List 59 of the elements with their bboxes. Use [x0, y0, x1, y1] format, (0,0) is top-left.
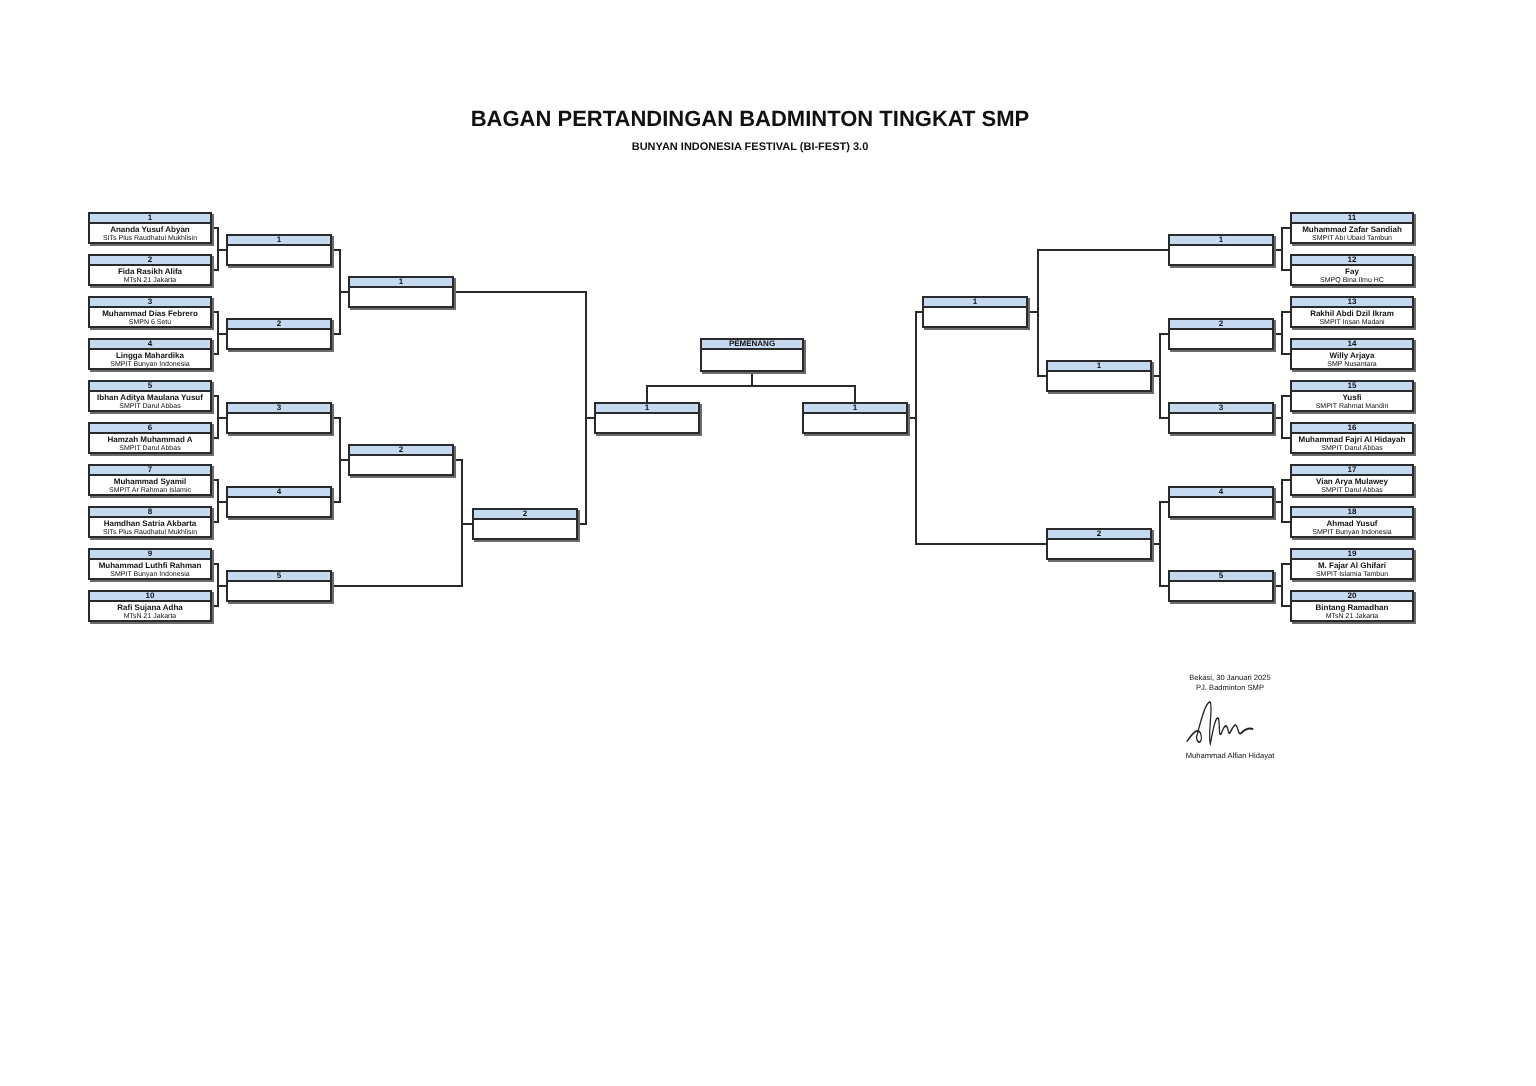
- match-box: [1168, 402, 1274, 434]
- player-card: [1290, 338, 1414, 370]
- match-box: [1168, 486, 1274, 518]
- bracket-line: [211, 417, 227, 439]
- match-box: [226, 234, 332, 266]
- player-card: [1290, 422, 1414, 454]
- player-card: [88, 422, 212, 454]
- match-box: [1046, 528, 1152, 560]
- bracket-line: [577, 417, 595, 525]
- player-card: [1290, 296, 1414, 328]
- bracket-line: [1273, 585, 1291, 607]
- bracket-line: [1027, 311, 1047, 377]
- player-card: [88, 464, 212, 496]
- chart-title: BAGAN PERTANDINGAN BADMINTON TINGKAT SMP: [470, 108, 1030, 134]
- match-box: [472, 508, 578, 540]
- player-card: [1290, 464, 1414, 496]
- bracket-line: [1273, 417, 1291, 439]
- match-box: [226, 486, 332, 518]
- bracket-line: [1273, 249, 1291, 271]
- match-box: [922, 296, 1028, 328]
- match-box: [348, 276, 454, 308]
- bracket-line: [1273, 501, 1291, 523]
- match-box: [1168, 234, 1274, 266]
- player-card: [88, 506, 212, 538]
- match-box: [1168, 570, 1274, 602]
- match-box: [1168, 318, 1274, 350]
- match-box: [1046, 360, 1152, 392]
- bracket-line: [331, 523, 473, 587]
- bracket-line: [907, 417, 1047, 545]
- player-card: [1290, 212, 1414, 244]
- player-card: [1290, 380, 1414, 412]
- player-card: [88, 548, 212, 580]
- bracket-line: [1273, 333, 1291, 355]
- bracket-line: [331, 291, 349, 335]
- bracket-line: [751, 371, 856, 403]
- player-card: [1290, 548, 1414, 580]
- player-card: [88, 590, 212, 622]
- player-card: [88, 380, 212, 412]
- player-card: [88, 254, 212, 286]
- match-box: [348, 444, 454, 476]
- winner-box: [700, 338, 804, 372]
- bracket-line: [331, 459, 349, 503]
- match-box: [226, 402, 332, 434]
- bracket-line: [1151, 375, 1169, 419]
- match-box: [226, 318, 332, 350]
- bracket-line: [211, 501, 227, 523]
- player-card: [1290, 254, 1414, 286]
- bracket-line: [1151, 543, 1169, 587]
- player-card: [1290, 590, 1414, 622]
- match-box: [802, 402, 908, 434]
- bracket-line: [211, 249, 227, 271]
- player-card: [1290, 506, 1414, 538]
- match-box: [226, 570, 332, 602]
- bracket-line: [211, 333, 227, 355]
- player-card: [88, 296, 212, 328]
- player-card: [88, 338, 212, 370]
- match-box: [594, 402, 700, 434]
- player-card: [88, 212, 212, 244]
- bracket-line: [211, 585, 227, 607]
